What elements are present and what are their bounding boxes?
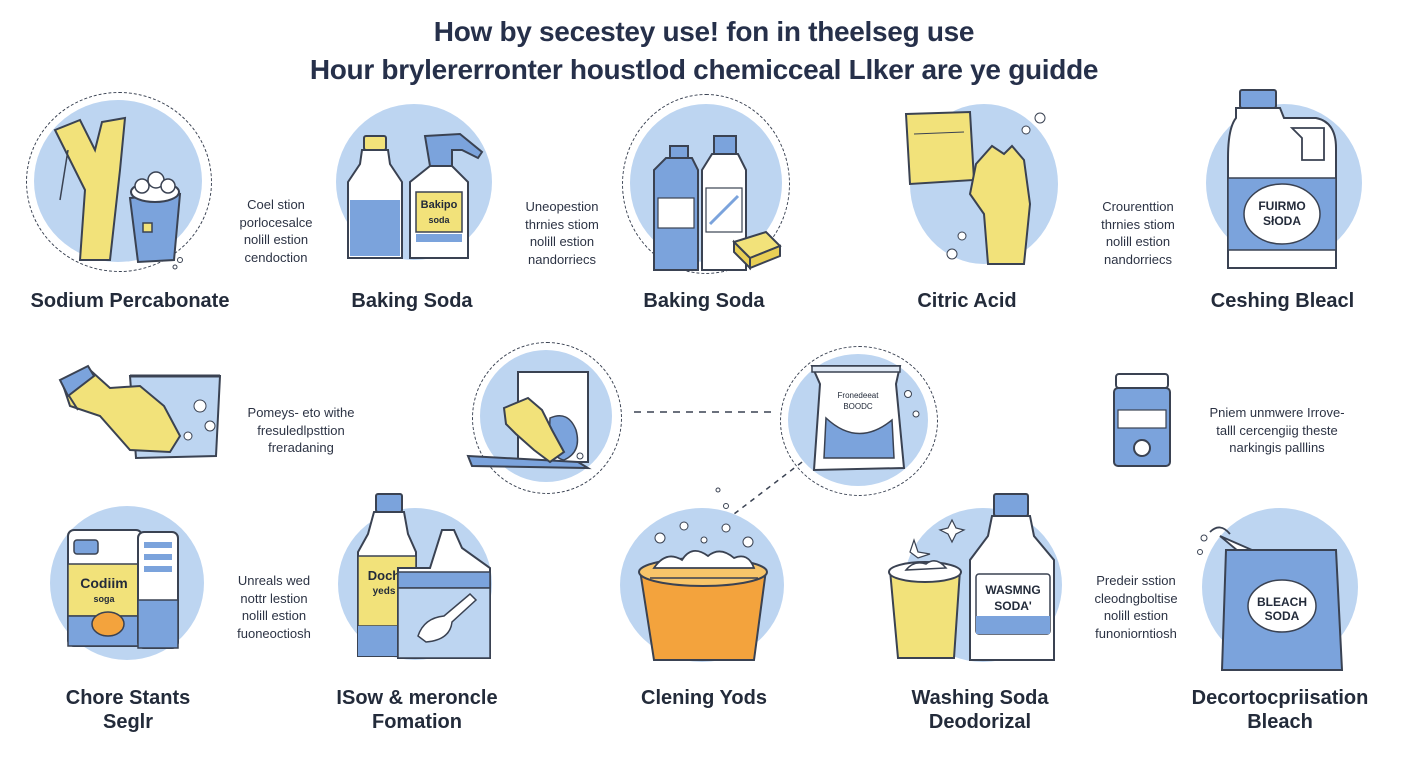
bottle-label: WASMNG <box>985 583 1040 597</box>
item-label: Citric Acid <box>917 290 1017 312</box>
bag-label: BLEACH <box>1257 595 1307 609</box>
dashed-connector <box>634 411 776 413</box>
bottle-label: Bakipo <box>421 199 458 211</box>
item-label: Baking Soda <box>643 290 765 312</box>
pouch-label: Fronedeeat <box>838 391 880 400</box>
small-canister-icon <box>1113 373 1171 467</box>
item-label: Ceshing Bleacl <box>1210 290 1355 312</box>
bottle-label: soda <box>428 215 450 225</box>
jug-label: FUIRMO <box>1258 199 1305 213</box>
washing-soda-bottle-icon: WASMNG SODA' <box>888 493 1055 661</box>
dashed-ring <box>780 346 938 496</box>
bottles-and-sponge-icon <box>653 135 782 271</box>
item-label: Baking Soda <box>351 290 473 312</box>
bag-label: SODA <box>1265 609 1300 623</box>
dashed-ring <box>26 92 212 272</box>
bleach-jug-icon: FUIRMO SłODA <box>1227 89 1337 269</box>
item-label: Sodium Percabonate <box>30 290 230 312</box>
box-label: Codiim <box>80 575 127 591</box>
gloves-and-cup-icon <box>53 116 183 270</box>
description: Pniem unmwere Irrove-talll cercengiig th… <box>1209 405 1345 455</box>
dashed-connector <box>715 455 811 515</box>
glove-and-cloth-icon <box>904 110 1046 265</box>
bottle-label: Doch <box>368 568 401 583</box>
dashed-ring <box>472 342 622 494</box>
page-subtitle: Hour brylererronter houstlod chemicceal … <box>309 54 1099 85</box>
hand-washing-bucket-icon <box>58 364 222 460</box>
item-label: Clening Yods <box>641 687 767 709</box>
bottle-label: yeds <box>373 586 396 597</box>
box-label: soga <box>93 594 115 604</box>
dashed-ring <box>622 94 790 274</box>
pouch-label: BOODC <box>843 402 873 411</box>
page-title: How by secestey use! fon in theelseg use <box>433 16 975 47</box>
jug-label: SłODA <box>1263 214 1301 228</box>
bleach-bag-icon: BLEACH SODA <box>1197 526 1344 671</box>
bottle-and-spray-icon: Bakipo soda <box>347 132 484 259</box>
glove-scrubbing-icon <box>466 371 592 470</box>
foaming-bucket-icon <box>638 521 768 661</box>
detergent-pouch-icon: Fronedeeat BOODC <box>810 365 920 472</box>
soda-box-icon: Codiim soga <box>67 529 179 649</box>
bottle-label: SODA' <box>994 599 1032 613</box>
bottle-and-jug-icon: Doch yeds <box>357 493 491 659</box>
